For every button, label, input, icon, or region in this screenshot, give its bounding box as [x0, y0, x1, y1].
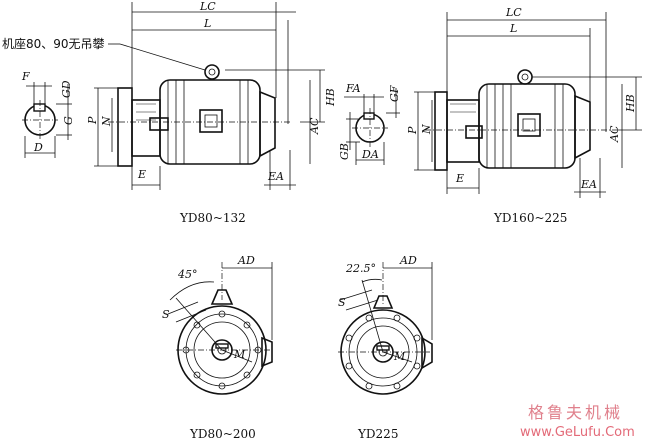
- keyway-b: [363, 112, 375, 120]
- lifting-eye-a: [204, 64, 220, 80]
- side-view-b: LC L P N HB AC E EA YD160~225: [406, 6, 642, 225]
- label-F: F: [21, 70, 30, 83]
- label-S-a: S: [162, 308, 170, 321]
- terminal-box-a: [199, 109, 223, 133]
- front-view-a: AD 45° S M YD80~200: [162, 254, 273, 441]
- label-angle-a: 45°: [177, 268, 198, 281]
- flange-b: [434, 91, 448, 171]
- caption-front-a: YD80~200: [189, 427, 256, 441]
- label-N-a: N: [100, 116, 113, 127]
- label-P-b: P: [406, 126, 419, 135]
- label-GB: GB: [338, 143, 351, 160]
- label-angle-b: 22.5°: [345, 262, 376, 275]
- lifting-eye-b: [517, 69, 533, 85]
- flange-a: [117, 87, 133, 167]
- front-view-b: AD 22.5° S M YD225: [338, 254, 433, 441]
- label-P-a: P: [86, 116, 99, 125]
- label-EA-b: EA: [580, 178, 597, 191]
- label-GD: GD: [60, 80, 73, 98]
- label-FA: FA: [345, 82, 361, 95]
- note-no-lifting-eye: 机座80、90无吊攀: [2, 36, 105, 51]
- caption-side-b: YD160~225: [493, 211, 567, 225]
- label-G: G: [62, 116, 75, 125]
- label-M-b: M: [393, 350, 406, 363]
- label-L-b: L: [509, 22, 517, 35]
- label-EA-a: EA: [267, 170, 284, 183]
- label-N-b: N: [420, 124, 433, 135]
- label-LC-b: LC: [505, 6, 522, 19]
- shaft-section-a: F GD G D: [21, 70, 75, 158]
- keyway-a: [33, 103, 46, 112]
- caption-front-b: YD225: [357, 427, 398, 441]
- label-M-a: M: [233, 348, 246, 361]
- watermark-cn: 格鲁夫机械: [528, 403, 623, 422]
- label-GF: GF: [388, 85, 401, 102]
- label-AD-b: AD: [399, 254, 417, 267]
- side-view-a: LC L P N HB AC E EA 机座80、90无吊攀 YD80~132: [2, 0, 337, 225]
- label-D: D: [33, 141, 43, 154]
- label-L-a: L: [203, 17, 211, 30]
- shaft-section-b: FA GF GB DA: [338, 82, 401, 165]
- label-DA: DA: [361, 148, 379, 161]
- label-AC-a: AC: [308, 117, 321, 135]
- label-AD-a: AD: [237, 254, 255, 267]
- watermark: 格鲁夫机械 www.GeLufu.Com: [520, 403, 635, 440]
- caption-side-a: YD80~132: [179, 211, 246, 225]
- label-LC-a: LC: [199, 0, 216, 13]
- motor-body-b: [478, 83, 576, 169]
- label-AC-b: AC: [608, 125, 621, 143]
- terminal-box-b: [517, 113, 541, 137]
- label-HB-a: HB: [324, 88, 337, 107]
- label-HB-b: HB: [624, 94, 637, 113]
- label-E-b: E: [455, 172, 464, 185]
- label-E-a: E: [137, 168, 146, 181]
- shaft-b: [465, 125, 483, 139]
- label-S-b: S: [338, 296, 346, 309]
- watermark-url: www.GeLufu.Com: [520, 425, 635, 440]
